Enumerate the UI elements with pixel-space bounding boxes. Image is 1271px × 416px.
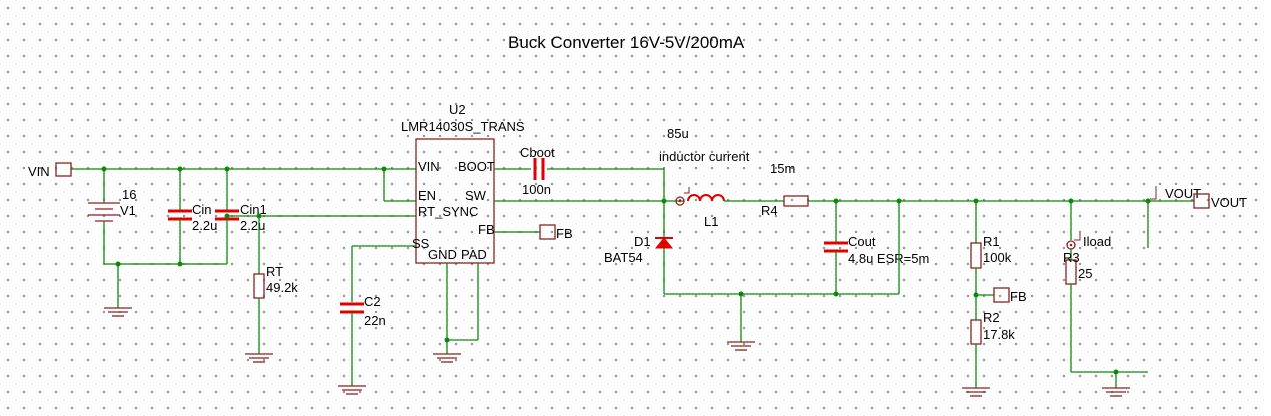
c2-value: 22n — [364, 313, 386, 328]
r4-resistor[interactable]: 15m R4 — [761, 161, 809, 218]
c2-capacitor[interactable]: C2 22n — [340, 294, 386, 328]
cin1-value: 2.2u — [240, 218, 265, 233]
l1-inductor[interactable]: 85u L1 — [667, 126, 725, 229]
inductor-current-label: inductor current — [659, 149, 750, 164]
r3-resistor[interactable]: R3 25 — [1063, 250, 1092, 285]
d1-diode[interactable]: D1 BAT54 — [604, 234, 674, 265]
iload-probe[interactable]: Iload — [1066, 233, 1111, 250]
l1-value: 85u — [667, 126, 689, 141]
ground-symbol — [245, 353, 273, 363]
cin-capacitor[interactable]: Cin 2.2u — [168, 169, 217, 264]
r2-resistor[interactable]: R2 17.8k — [970, 310, 1015, 345]
r2-ref: R2 — [983, 310, 1000, 325]
u2-part: LMR14030S_TRANS — [401, 119, 525, 134]
v1-source[interactable]: 16 V1 — [88, 169, 136, 264]
vout-probe-label: VOUT — [1165, 186, 1201, 201]
l1-ref: L1 — [704, 214, 718, 229]
r4-ref: R4 — [761, 203, 778, 218]
c2-ref: C2 — [364, 294, 381, 309]
u2-ic[interactable]: U2 LMR14030S_TRANS VIN BOOT EN SW RT_SYN… — [401, 102, 525, 264]
vin-port[interactable]: VIN — [28, 162, 72, 179]
r1-resistor[interactable]: R1 100k — [970, 234, 1012, 269]
cout-capacitor[interactable]: Cout 4.8u ESR=5m — [824, 234, 929, 266]
cboot-ref: Cboot — [520, 145, 555, 160]
ground-symbol — [338, 385, 366, 395]
u2-ref: U2 — [449, 102, 466, 117]
r1-value: 100k — [983, 250, 1012, 265]
vout-port[interactable]: VOUT — [1193, 193, 1247, 210]
r4-value: 15m — [770, 161, 795, 176]
r1-ref: R1 — [983, 234, 1000, 249]
rt-ref: RT — [266, 264, 283, 279]
v1-ref: V1 — [120, 203, 136, 218]
cin-value: 2.2u — [192, 218, 217, 233]
v1-value: 16 — [122, 187, 136, 202]
u2-pin-en: EN — [418, 188, 436, 203]
schematic-title: Buck Converter 16V-5V/200mA — [508, 33, 745, 52]
vin-port-label: VIN — [28, 164, 50, 179]
r3-value: 25 — [1078, 266, 1092, 281]
u2-pin-fb: FB — [478, 222, 495, 237]
ground-symbol — [1102, 387, 1130, 397]
fb-port-divider-label: FB — [1010, 289, 1027, 304]
u2-pin-boot: BOOT — [458, 159, 495, 174]
rt-resistor[interactable]: RT 49.2k — [253, 264, 298, 299]
d1-ref: D1 — [634, 234, 651, 249]
rt-value: 49.2k — [266, 280, 298, 295]
ground-symbol — [962, 387, 990, 397]
u2-pin-gnd: GND — [428, 247, 457, 262]
fb-port-ic-label: FB — [556, 226, 573, 241]
cout-value: 4.8u ESR=5m — [848, 251, 929, 266]
u2-pin-rt-sync: RT_SYNC — [418, 204, 478, 219]
fb-port-ic[interactable]: FB — [539, 224, 573, 241]
cboot-capacitor[interactable]: Cboot 100n — [520, 145, 555, 197]
ground-symbol — [433, 353, 461, 363]
vout-port-label: VOUT — [1211, 195, 1247, 210]
cin1-ref: Cin1 — [240, 202, 267, 217]
cboot-value: 100n — [522, 182, 551, 197]
u2-pin-pad: PAD — [461, 247, 487, 262]
cout-ref: Cout — [848, 234, 876, 249]
ground-symbol — [727, 341, 755, 351]
junction-dots — [101, 166, 1151, 375]
iload-label: Iload — [1083, 234, 1111, 249]
vout-probe[interactable]: VOUT — [1150, 186, 1201, 201]
r2-value: 17.8k — [983, 327, 1015, 342]
ground-symbol — [104, 307, 132, 317]
cin-ref: Cin — [192, 202, 212, 217]
u2-pin-ss: SS — [412, 236, 430, 251]
fb-port-divider[interactable]: FB — [993, 287, 1027, 304]
inductor-current-probe[interactable]: inductor current — [659, 149, 750, 206]
r3-ref: R3 — [1063, 250, 1080, 265]
u2-pin-sw: SW — [465, 188, 487, 203]
u2-pin-vin: VIN — [418, 159, 440, 174]
d1-value: BAT54 — [604, 250, 643, 265]
